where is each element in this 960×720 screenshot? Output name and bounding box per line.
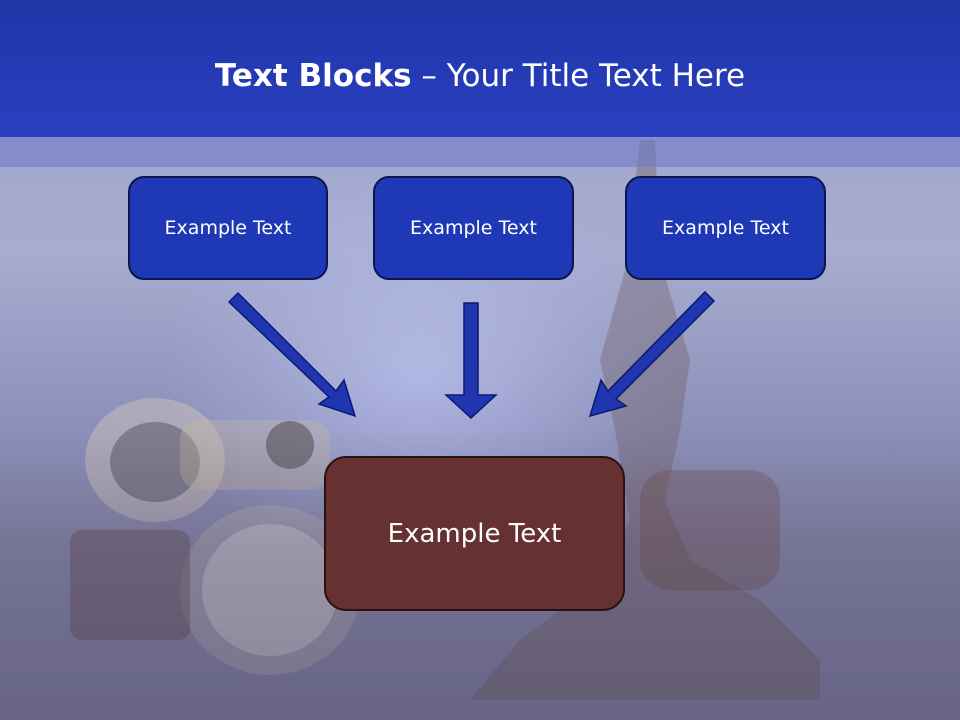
arrow-down-icon (444, 302, 498, 420)
text-block-3-label: Example Text (662, 217, 789, 239)
text-block-1-label: Example Text (164, 217, 292, 239)
title-band (0, 137, 960, 167)
text-block-2[interactable]: Example Text (373, 176, 574, 280)
title-bar (0, 0, 960, 137)
arrow-down-right-icon (227, 291, 357, 418)
slide-title[interactable]: Text Blocks – Your Title Text Here (0, 56, 960, 96)
title-bold: Text Blocks (214, 58, 412, 94)
text-block-3[interactable]: Example Text (625, 176, 826, 280)
arrow-down-left-icon (588, 290, 716, 418)
title-dash: – (411, 58, 447, 94)
title-rest: Your Title Text Here (446, 58, 746, 94)
text-block-1[interactable]: Example Text (128, 176, 328, 280)
main-text-block-label: Example Text (387, 518, 562, 549)
main-text-block[interactable]: Example Text (324, 456, 625, 611)
text-block-2-label: Example Text (410, 217, 537, 239)
